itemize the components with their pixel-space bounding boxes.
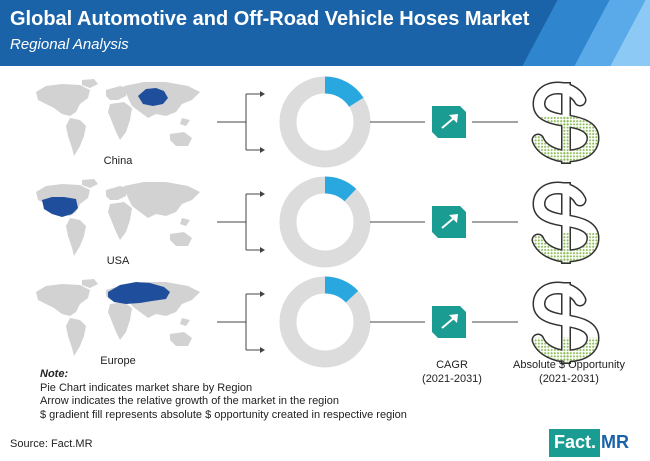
source-text: Source: Fact.MR <box>10 438 93 450</box>
note-line: Pie Chart indicates market share by Regi… <box>40 381 253 394</box>
connector-bracket <box>217 93 260 151</box>
trend-arrow-head <box>449 114 458 123</box>
region-row-china: China <box>36 76 600 168</box>
cagr-label: CAGR (2021-2031) <box>412 358 492 386</box>
trend-arrow-head <box>449 314 458 323</box>
dollar-dotted-fill <box>533 232 599 263</box>
region-label: China <box>104 155 134 167</box>
cagr-label-text: CAGR <box>436 359 468 371</box>
cagr-period-text: (2021-2031) <box>422 373 482 385</box>
world-map <box>36 79 200 156</box>
header-banner: Global Automotive and Off-Road Vehicle H… <box>0 0 650 66</box>
logo-part-fact: Fact. <box>549 429 601 457</box>
connector-arrow-head <box>260 291 265 297</box>
donut-share-china <box>279 76 371 168</box>
dollar-sign-icon <box>531 281 600 364</box>
page-subtitle: Regional Analysis <box>10 36 129 53</box>
connector-arrow-head <box>260 191 265 197</box>
connector-arrow-head <box>260 247 265 253</box>
region-highlight-europe <box>108 282 170 304</box>
trend-arrow-head <box>449 214 458 223</box>
opportunity-label: Absolute $ Opportunity (2021-2031) <box>502 358 636 386</box>
region-highlight-china <box>138 88 168 106</box>
donut-share-usa <box>279 176 371 268</box>
world-map <box>36 179 200 256</box>
region-highlight-usa <box>42 197 78 217</box>
donut-share-europe <box>279 276 371 368</box>
connector-arrow-head <box>260 91 265 97</box>
opportunity-period-text: (2021-2031) <box>539 373 599 385</box>
connector-bracket <box>217 193 260 251</box>
note-line: Arrow indicates the relative growth of t… <box>40 395 339 407</box>
dollar-sign-icon <box>531 181 600 264</box>
connector-bracket <box>217 293 260 351</box>
connector-arrow-head <box>260 347 265 353</box>
region-row-usa: USA <box>36 176 600 268</box>
note-line: $ gradient fill represents absolute $ op… <box>40 408 407 421</box>
note-title: Note: <box>40 368 69 380</box>
dollar-dotted-fill <box>533 116 599 163</box>
region-row-europe: Europe <box>36 276 600 368</box>
logo-part-mr: MR <box>601 432 630 452</box>
connector-arrow-head <box>260 147 265 153</box>
page-title: Global Automotive and Off-Road Vehicle H… <box>10 8 530 30</box>
region-label: USA <box>107 255 130 267</box>
opportunity-label-text: Absolute $ Opportunity <box>513 359 625 371</box>
note-block: Note: Pie Chart indicates market share b… <box>40 368 407 422</box>
dollar-sign-icon <box>531 81 600 164</box>
region-label: Europe <box>100 355 135 367</box>
dollar-dotted-fill <box>533 337 599 363</box>
donut-remainder <box>279 176 371 268</box>
factmr-logo: Fact. MR <box>549 429 645 457</box>
